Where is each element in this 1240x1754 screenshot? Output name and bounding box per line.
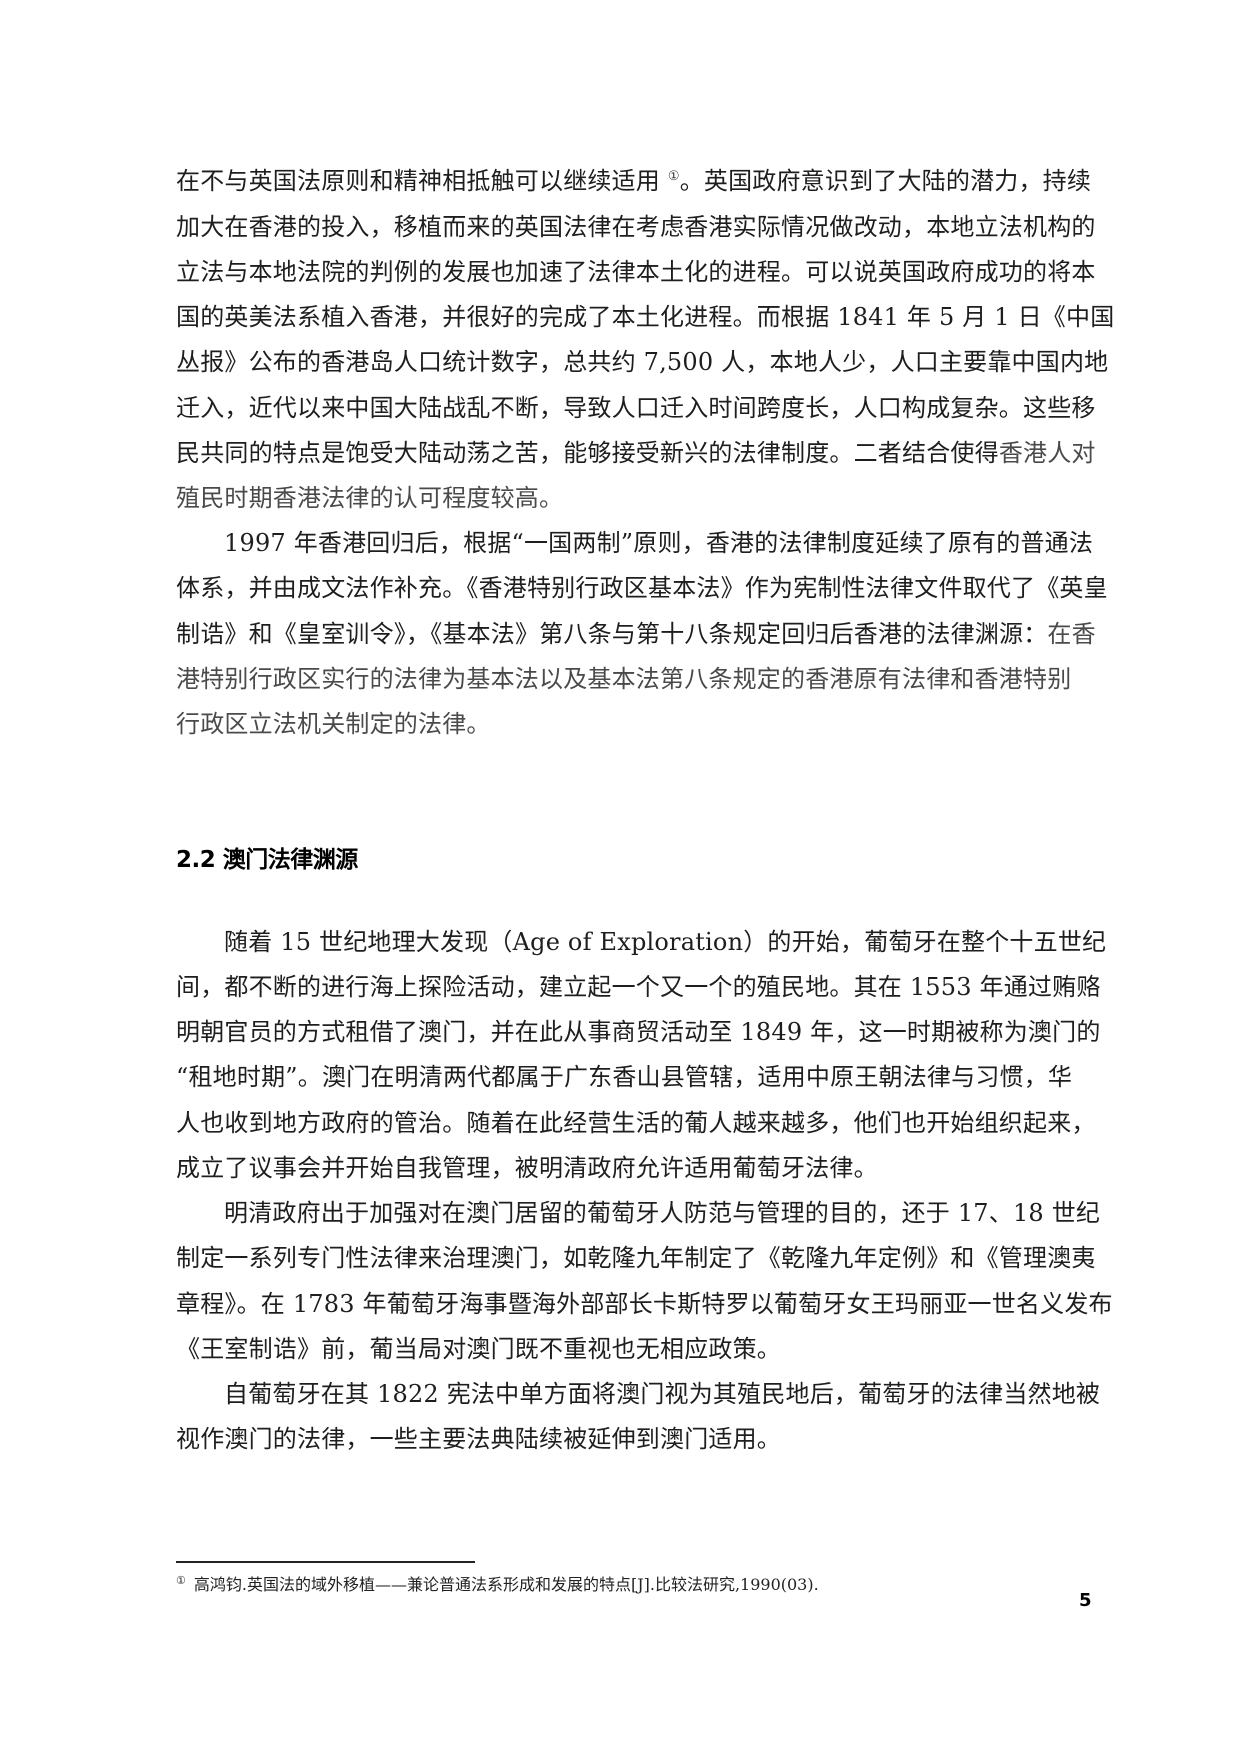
text-line: 1997 年香港回归后，根据“一国两制”原则，香港的法律制度延续了原有的普通法 bbox=[224, 529, 1094, 557]
text-line: 民共同的特点是饱受大陆动荡之苦，能够接受新兴的法律制度。二者结合使得香港人对 bbox=[176, 439, 1096, 467]
page-number: 5 bbox=[1079, 1590, 1092, 1611]
text-line: 制诰》和《皇室训令》，《基本法》第八条与第十八条规定回归后香港的法律渊源：在香 bbox=[176, 620, 1096, 648]
text-line: 随着 15 世纪地理大发现（Age of Exploration）的开始，葡萄牙… bbox=[224, 928, 1107, 956]
text-line: 人也收到地方政府的管治。随着在此经营生活的葡人越来越多，他们也开始组织起来， bbox=[176, 1109, 1096, 1137]
text-line: 迁入，近代以来中国大陆战乱不断，导致人口迁入时间跨度长，人口构成复杂。这些移 bbox=[176, 394, 1096, 422]
text-line: 体系，并由成文法作补充。《香港特别行政区基本法》作为宪制性法律文件取代了《英皇 bbox=[176, 574, 1108, 602]
footnote-separator bbox=[176, 1561, 475, 1563]
footnote-reference[interactable]: ① bbox=[667, 169, 680, 184]
text-line: 丛报》公布的香港岛人口统计数字，总共约 7,500 人，本地人少，人口主要靠中国… bbox=[176, 348, 1109, 376]
text-line: 行政区立法机关制定的法律。 bbox=[176, 710, 491, 738]
footnote-text: 高鸿钧.英国法的域外移植——兼论普通法系形成和发展的特点[J].比较法研究,19… bbox=[193, 1575, 819, 1594]
text-line: 殖民时期香港法律的认可程度较高。 bbox=[176, 484, 564, 512]
text-line: 间，都不断的进行海上探险活动，建立起一个又一个的殖民地。其在 1553 年通过贿… bbox=[176, 973, 1101, 1001]
text-line: 章程》。在 1783 年葡萄牙海事暨海外部部长卡斯特罗以葡萄牙女王玛丽亚一世名义… bbox=[176, 1290, 1113, 1318]
text-line: 《王室制诰》前，葡当局对澳门既不重视也无相应政策。 bbox=[176, 1335, 781, 1363]
text-line: 明清政府出于加强对在澳门居留的葡萄牙人防范与管理的目的，还于 17、18 世纪 bbox=[224, 1199, 1101, 1227]
text-line: “租地时期”。澳门在明清两代都属于广东香山县管辖，适用中原王朝法律与习惯，华 bbox=[176, 1063, 1073, 1091]
text-line: 加大在香港的投入，移植而来的英国法律在考虑香港实际情况做改动，本地立法机构的 bbox=[176, 213, 1096, 241]
text-line: 港特别行政区实行的法律为基本法以及基本法第八条规定的香港原有法律和香港特别 bbox=[176, 665, 1072, 693]
footnote-mark: ① bbox=[176, 1573, 186, 1587]
text-line: 立法与本地法院的判例的发展也加速了法律本土化的进程。可以说英国政府成功的将本 bbox=[176, 258, 1096, 286]
text-line: 明朝官员的方式租借了澳门，并在此从事商贸活动至 1849 年，这一时期被称为澳门… bbox=[176, 1018, 1101, 1046]
text-line: 制定一系列专门性法律来治理澳门，如乾隆九年制定了《乾隆九年定例》和《管理澳夷 bbox=[176, 1244, 1096, 1272]
text-line: 国的英美法系植入香港，并很好的完成了本土化进程。而根据 1841 年 5 月 1… bbox=[176, 303, 1115, 331]
text-line: 在不与英国法原则和精神相抵触可以继续适用 ①。英国政府意识到了大陆的潜力，持续 bbox=[176, 167, 1092, 195]
text-line: 成立了议事会并开始自我管理，被明清政府允许适用葡萄牙法律。 bbox=[176, 1154, 878, 1182]
section-heading: 2.2 澳门法律渊源 bbox=[176, 847, 358, 873]
footnote: ① 高鸿钧.英国法的域外移植——兼论普通法系形成和发展的特点[J].比较法研究,1… bbox=[176, 1574, 819, 1596]
text-line: 视作澳门的法律，一些主要法典陆续被延伸到澳门适用。 bbox=[176, 1425, 781, 1453]
text-line: 自葡萄牙在其 1822 宪法中单方面将澳门视为其殖民地后，葡萄牙的法律当然地被 bbox=[224, 1380, 1101, 1408]
